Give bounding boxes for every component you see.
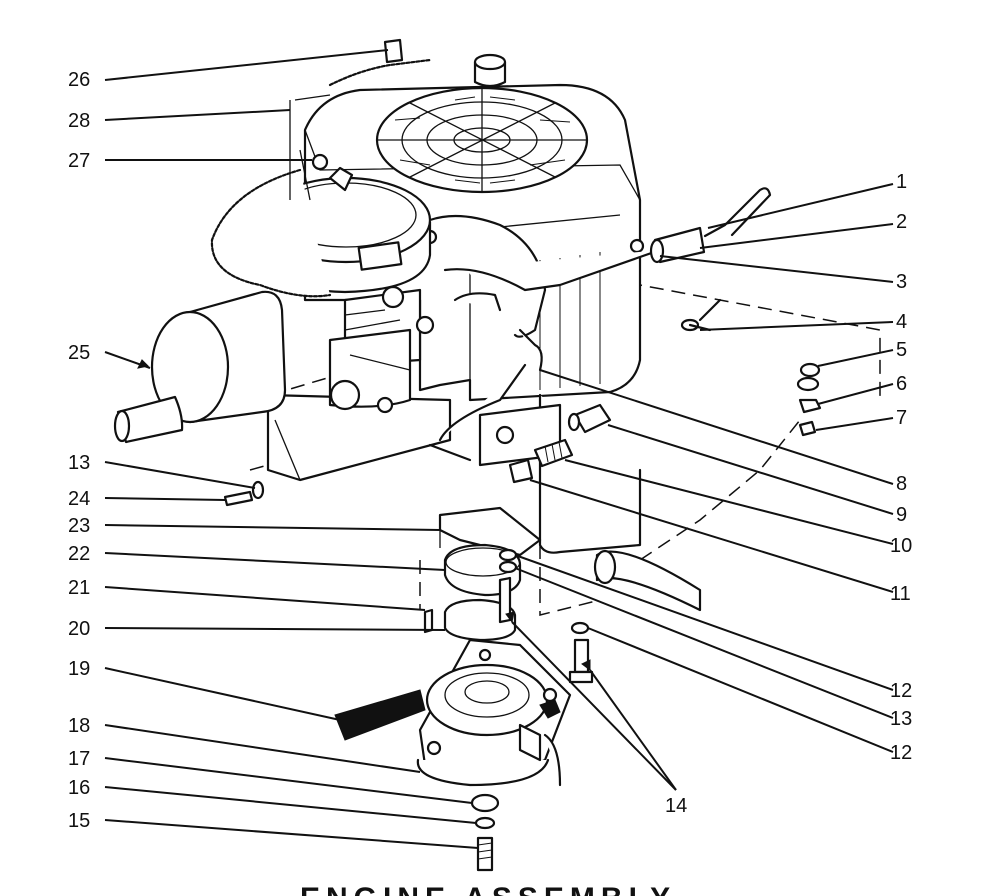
leader-24 — [104, 497, 226, 501]
leader-lines — [104, 49, 894, 849]
leader-17 — [104, 757, 473, 804]
clutch-retaining-hardware — [470, 793, 500, 872]
callout-12a: 12 — [890, 680, 912, 702]
callout-26: 26 — [68, 69, 90, 91]
callout-13a: 13 — [890, 708, 912, 730]
callout-16: 16 — [68, 777, 90, 799]
leader-5 — [817, 349, 894, 367]
callout-14: 14 — [665, 795, 687, 817]
leader-9 — [607, 424, 894, 515]
pulley-stack — [423, 543, 522, 642]
callout-28: 28 — [68, 110, 90, 132]
leader-18 — [104, 724, 421, 773]
fuel-lines — [428, 214, 662, 462]
callout-10: 10 — [890, 535, 912, 557]
callout-24: 24 — [68, 488, 90, 510]
electric-clutch — [334, 638, 572, 787]
leader-3 — [659, 255, 894, 283]
leader-20 — [104, 627, 446, 631]
leader-6 — [817, 383, 894, 405]
callout-5: 5 — [896, 339, 907, 361]
carburetor — [328, 285, 435, 414]
page-title-cropped: ENGINE ASSEMBLY — [300, 878, 720, 896]
callout-3: 3 — [896, 271, 907, 293]
callout-1: 1 — [896, 171, 907, 193]
engine-illustration — [113, 38, 881, 872]
leader-10 — [564, 459, 894, 545]
top-wiring — [289, 38, 432, 201]
fuel-fittings — [508, 403, 702, 612]
leader-13a — [514, 567, 894, 719]
muffler — [113, 290, 287, 444]
callout-labels: 1 2 3 4 5 6 7 8 9 10 11 12 13 12 14 26 2… — [68, 69, 912, 832]
callout-27: 27 — [68, 150, 90, 172]
leader-28 — [104, 109, 291, 121]
oil-fill-cap — [473, 53, 507, 88]
leader-23 — [104, 524, 441, 531]
leader-12a — [514, 554, 894, 691]
callout-18: 18 — [68, 715, 90, 737]
leader-26 — [104, 49, 389, 81]
callout-12b: 12 — [890, 742, 912, 764]
leader-2 — [699, 223, 894, 249]
footer-title-text: ENGINE ASSEMBLY — [300, 884, 720, 896]
callout-6: 6 — [896, 373, 907, 395]
flywheel-grille — [375, 86, 589, 194]
callout-4: 4 — [896, 311, 907, 333]
leader-21 — [104, 586, 426, 611]
right-hardware — [680, 298, 822, 437]
callout-7: 7 — [896, 407, 907, 429]
callout-19: 19 — [68, 658, 90, 680]
leader-14b — [589, 669, 677, 791]
callout-21: 21 — [68, 577, 90, 599]
leader-16 — [104, 786, 477, 824]
leader-15 — [104, 819, 479, 849]
left-bolt — [223, 480, 265, 507]
leader-19 — [104, 667, 341, 721]
right-bolt — [568, 621, 594, 684]
callout-20: 20 — [68, 618, 90, 640]
leader-14a — [511, 621, 677, 791]
choke-cable — [210, 168, 332, 298]
leader-22 — [104, 552, 446, 571]
callout-23: 23 — [68, 515, 90, 537]
leader-13b — [104, 461, 256, 489]
fuel-filter — [649, 187, 772, 264]
callout-17: 17 — [68, 748, 90, 770]
leader-7 — [815, 417, 894, 431]
callout-8: 8 — [896, 473, 907, 495]
leader-11 — [529, 479, 894, 593]
callout-22: 22 — [68, 543, 90, 565]
callout-13b: 13 — [68, 452, 90, 474]
callout-2: 2 — [896, 211, 907, 233]
callout-9: 9 — [896, 504, 907, 526]
callout-25: 25 — [68, 342, 90, 364]
leader-8 — [539, 369, 894, 485]
leader-1 — [707, 183, 894, 229]
leader-4 — [699, 321, 894, 331]
callout-11: 11 — [890, 583, 911, 605]
leader-12b — [587, 627, 894, 753]
callout-15: 15 — [68, 810, 90, 832]
